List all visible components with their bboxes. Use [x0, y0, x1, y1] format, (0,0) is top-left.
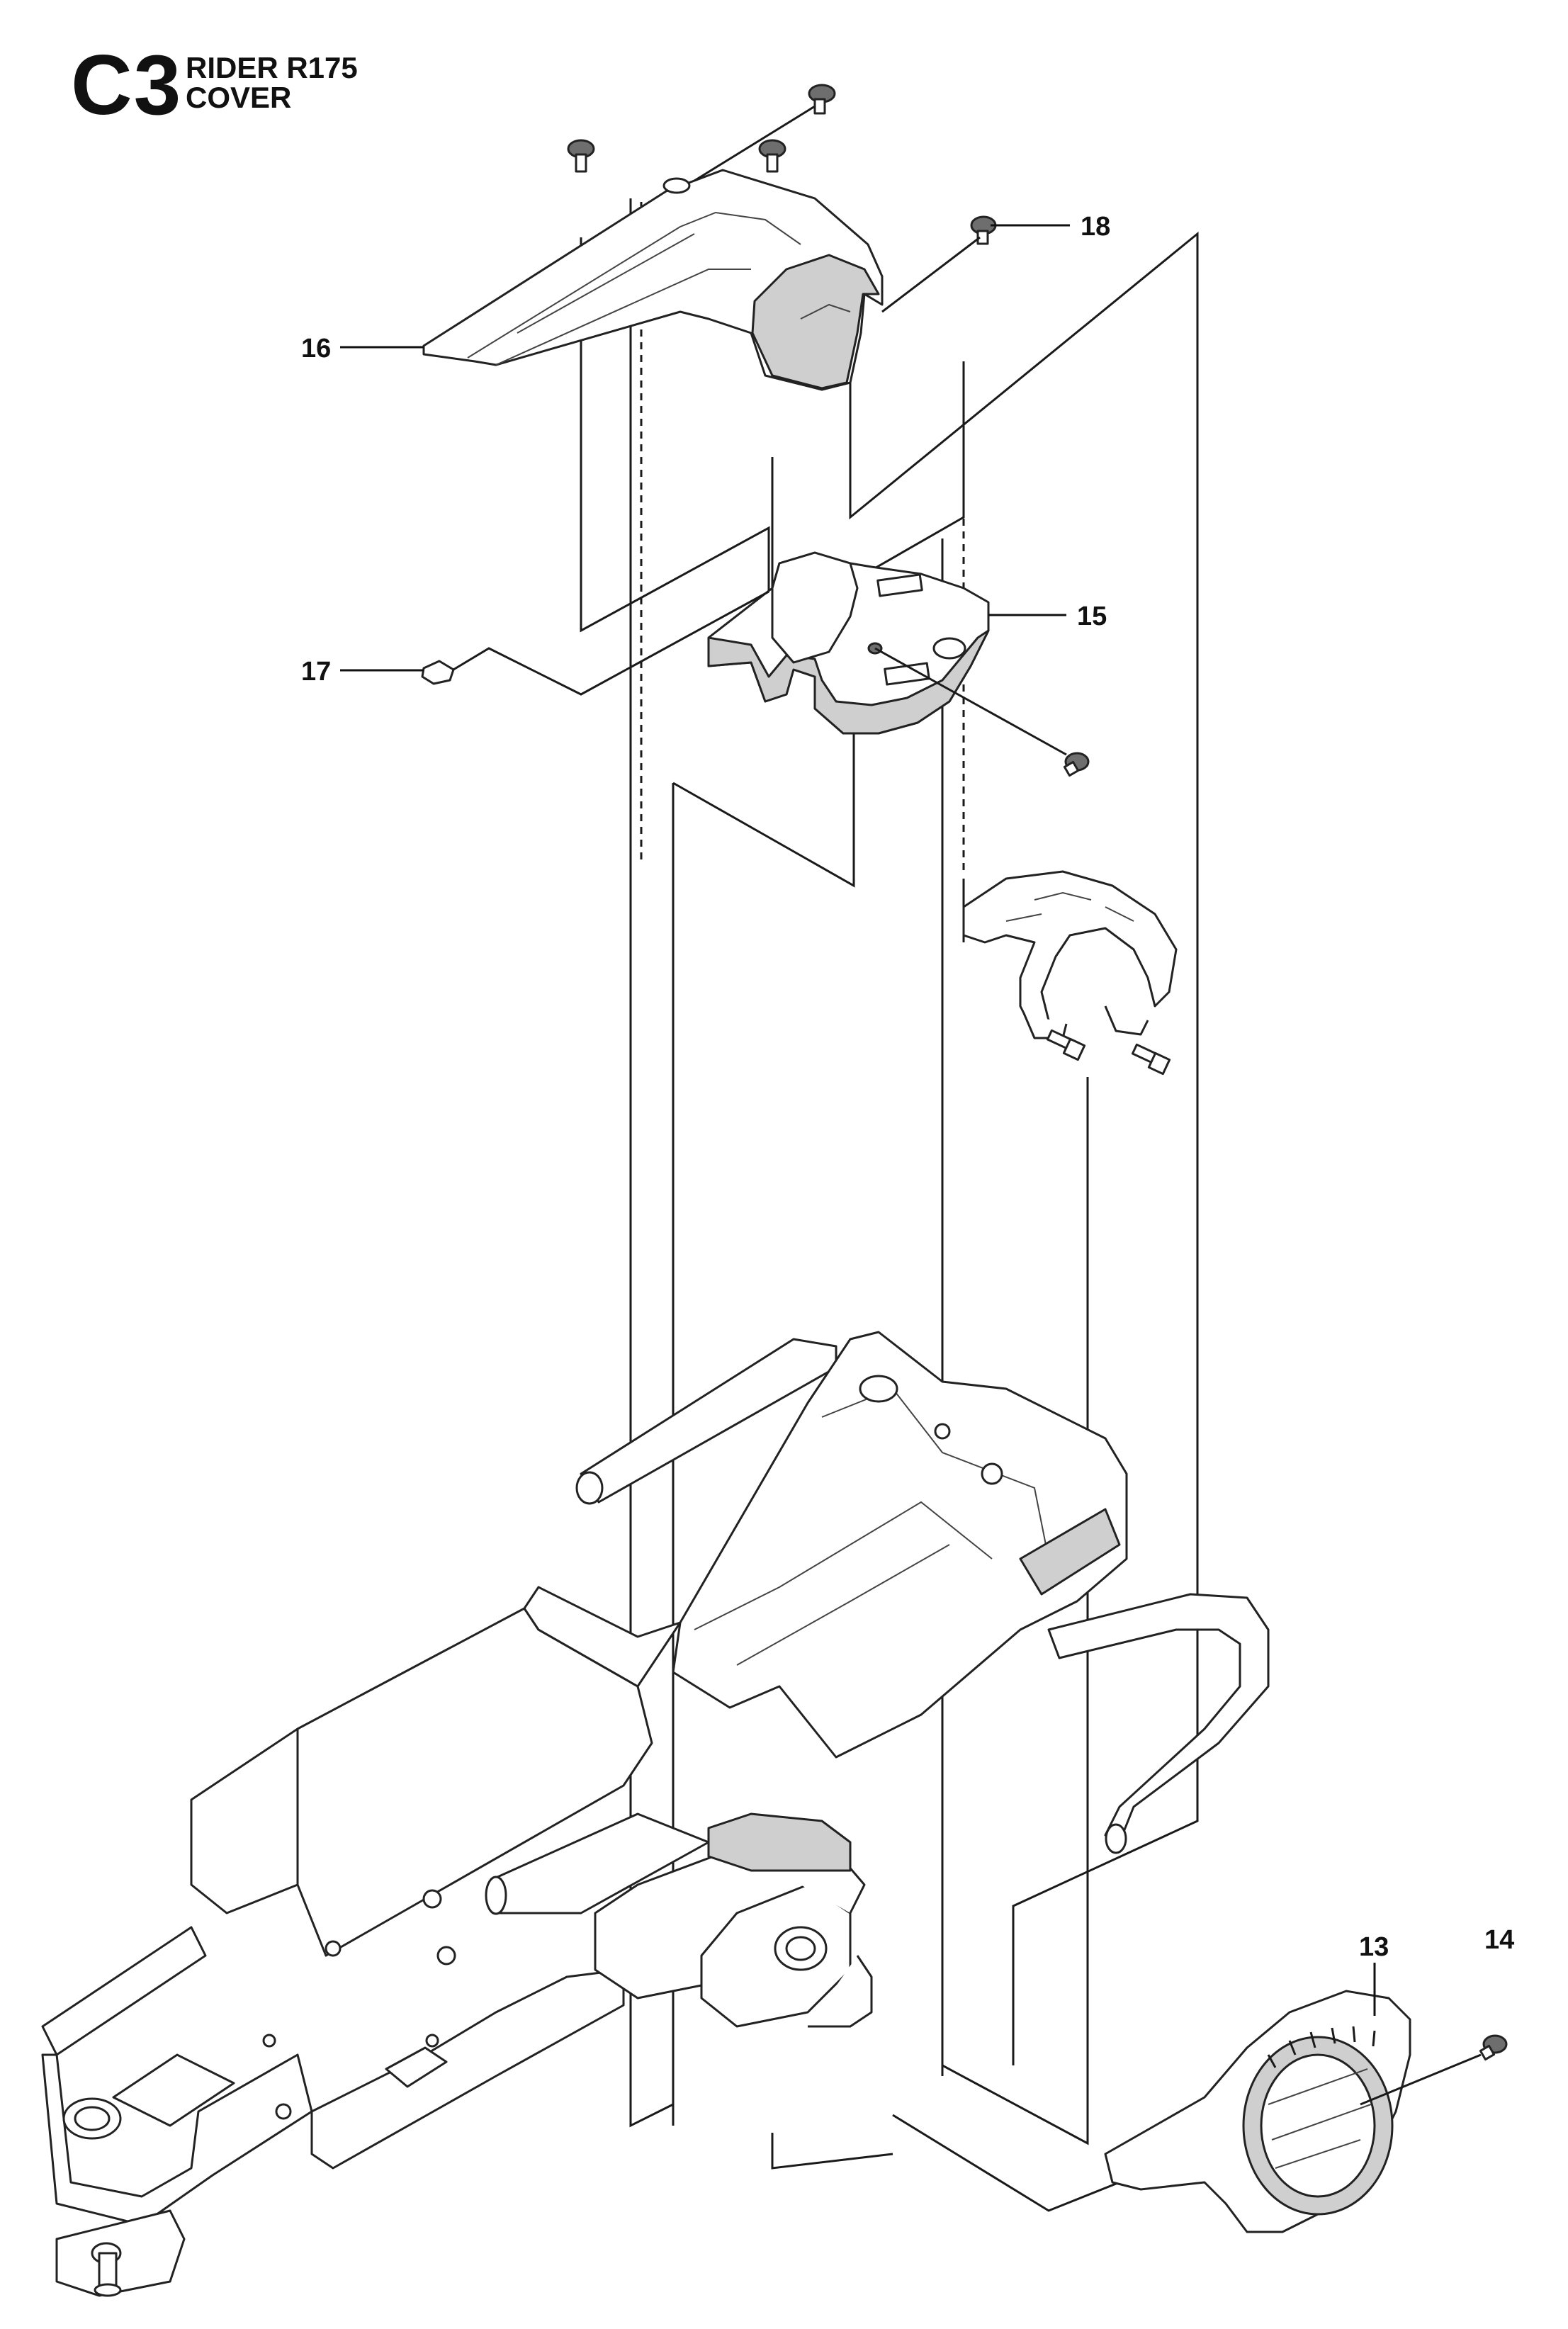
- chassis-frame: [41, 1331, 1270, 2297]
- part-14-screw: [1479, 2034, 1508, 2061]
- screw-icon: [874, 647, 1090, 777]
- callout-13: 13: [1359, 1932, 1389, 1962]
- callout-18: 18: [1081, 212, 1110, 242]
- part-17-clip: [421, 590, 769, 696]
- screw-icon: [567, 139, 595, 173]
- section-title: COVER: [186, 81, 292, 114]
- vent-slots: [1267, 2026, 1376, 2068]
- screw-icon: [970, 215, 997, 245]
- bolt-icon: [1131, 1043, 1171, 1076]
- part-16-upper-cover: [422, 169, 884, 391]
- callout-16: 16: [301, 334, 331, 363]
- callout-15: 15: [1077, 602, 1107, 631]
- callout-leaders: [340, 224, 1376, 2016]
- screw-group-top: [567, 84, 997, 313]
- part-13-side-cover: [1104, 1990, 1482, 2233]
- steering-shield-bracket: [962, 870, 1178, 1076]
- callout-17: 17: [301, 657, 331, 687]
- bolt-icon: [1046, 1029, 1086, 1061]
- section-code: C3: [71, 38, 183, 132]
- model-name: RIDER R175: [186, 51, 358, 84]
- callout-14: 14: [1484, 1925, 1514, 1955]
- screw-icon: [808, 84, 836, 115]
- part-15-instrument-housing: [707, 551, 990, 735]
- screw-icon: [758, 139, 786, 173]
- callout-labels: 18 16 15 17 13 14: [301, 212, 1514, 1962]
